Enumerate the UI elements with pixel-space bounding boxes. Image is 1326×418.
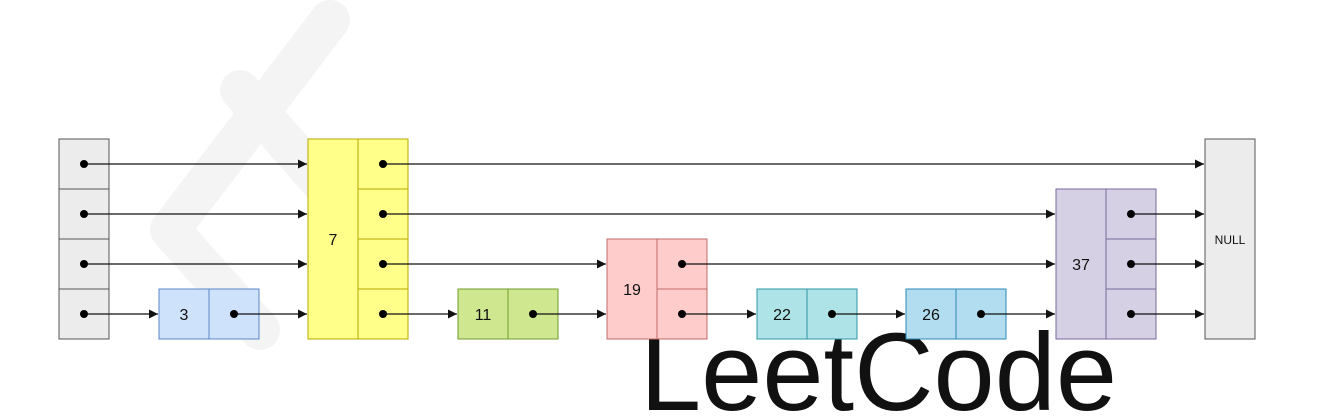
node-value-label: 37	[1072, 257, 1090, 274]
node-value-box-37	[1055, 188, 1107, 340]
pointer-dot	[1127, 260, 1135, 268]
node-7: 7	[307, 138, 409, 340]
node-37: 37	[1055, 188, 1157, 340]
node-19: 19	[606, 238, 708, 340]
node-value-label: 3	[180, 307, 189, 324]
node-value-box-26	[905, 288, 957, 340]
pointer-dot	[977, 310, 985, 318]
node-3: 3	[158, 288, 260, 340]
pointer-dot	[379, 210, 387, 218]
node-value-label: 19	[623, 282, 641, 299]
pointer-dot	[678, 310, 686, 318]
pointer-dot	[678, 260, 686, 268]
node-value-box-3	[158, 288, 210, 340]
node-value-box-7	[307, 138, 359, 340]
node-value-label: 7	[329, 232, 338, 249]
pointer-dot	[80, 210, 88, 218]
null-label: NULL	[1215, 233, 1246, 247]
pointer-dot	[379, 160, 387, 168]
pointer-dot	[80, 160, 88, 168]
pointer-dot	[80, 310, 88, 318]
pointer-arrows	[84, 159, 1204, 319]
watermark-text: LeetCode	[640, 311, 1117, 418]
null-node	[1204, 138, 1256, 340]
pointer-dot	[1127, 310, 1135, 318]
pointer-dots	[80, 160, 1135, 318]
pointer-dot	[379, 310, 387, 318]
node-value-box-11	[457, 288, 509, 340]
node-value-label: 26	[922, 307, 940, 324]
node-value-box-22	[756, 288, 808, 340]
pointer-dot	[529, 310, 537, 318]
pointer-dot	[230, 310, 238, 318]
pointer-dot	[80, 260, 88, 268]
pointer-dot	[828, 310, 836, 318]
node-value-label: 22	[773, 307, 791, 324]
pointer-dot	[379, 260, 387, 268]
node-value-box-19	[606, 238, 658, 340]
pointer-dot	[1127, 210, 1135, 218]
node-value-label: 11	[475, 307, 492, 324]
